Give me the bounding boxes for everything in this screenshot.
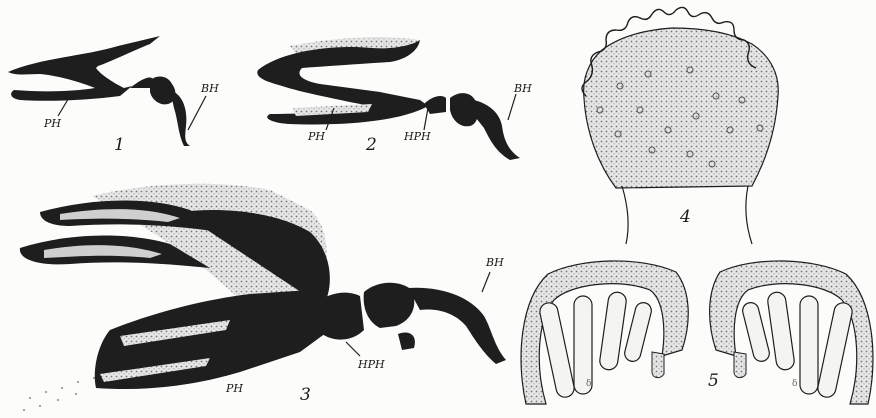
figure-2-pharyngeal-skeleton: PH HPH BH 2 [257, 37, 532, 160]
fig4-number: 4 [679, 207, 691, 227]
figure-5-transverse-sections: δ δ 5 [521, 261, 873, 404]
fig5-mark-left: δ [586, 379, 591, 389]
fig1-label-ph: PH [43, 117, 61, 130]
fig2-label-bh: BH [513, 82, 532, 95]
fig3-label-ph: PH [225, 382, 243, 395]
fig5-mark-right: δ [792, 379, 797, 389]
fig1-label-bh: BH [200, 82, 219, 95]
fig2-label-hph: HPH [403, 130, 431, 143]
fig2-label-ph: PH [307, 130, 325, 143]
figure-3-pharyngeal-skeleton: PH HPH BH 3 [20, 184, 506, 411]
figure-1-pharyngeal-skeleton: PH BH 1 [8, 36, 219, 155]
figure-4-papilla-section: 4 [582, 7, 778, 244]
fig1-number: 1 [114, 135, 125, 155]
fig2-number: 2 [365, 135, 377, 155]
fig5-number: 5 [708, 371, 719, 391]
fig3-label-bh: BH [485, 256, 504, 269]
fig3-label-hph: HPH [357, 358, 385, 371]
fig3-number: 3 [300, 385, 311, 405]
